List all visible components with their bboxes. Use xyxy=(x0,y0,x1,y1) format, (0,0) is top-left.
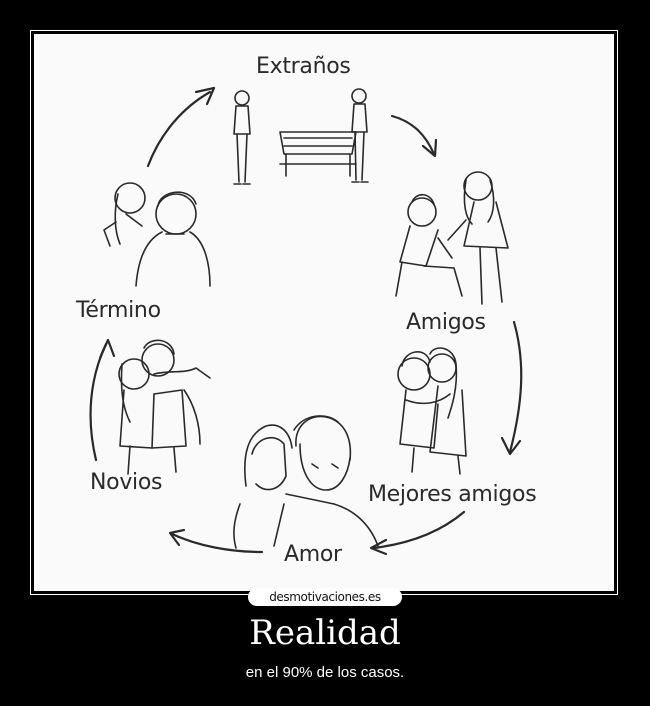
best-friends-figures xyxy=(398,348,466,474)
stage-label-amor: Amor xyxy=(284,542,342,567)
cycle-illustration: Extraños Amigos Mejores amigos Amor Novi… xyxy=(34,34,614,591)
arrow-termino-to-extranos xyxy=(148,88,214,166)
friends-figures xyxy=(396,172,508,304)
stage-label-termino: Término xyxy=(76,298,161,323)
stage-label-novios: Novios xyxy=(90,470,162,495)
arrow-novios-to-termino xyxy=(91,340,114,460)
love-figures xyxy=(234,416,378,548)
arrow-amigos-to-mejores xyxy=(502,322,521,454)
stage-label-amigos: Amigos xyxy=(406,310,486,335)
watermark-badge: desmotivaciones.es xyxy=(248,588,402,606)
couple-figures xyxy=(119,340,210,474)
poster-title: Realidad xyxy=(0,613,650,653)
ending-figures xyxy=(104,183,210,286)
stage-label-extranos: Extraños xyxy=(256,54,351,79)
strangers-figures xyxy=(234,89,368,184)
poster-subtitle: en el 90% de los casos. xyxy=(0,664,650,681)
arrow-mejores-to-amor xyxy=(371,512,464,554)
arrow-amor-to-novios xyxy=(170,530,262,552)
stage-label-mejores-amigos: Mejores amigos xyxy=(368,482,536,507)
arrow-extranos-to-amigos xyxy=(392,116,436,156)
